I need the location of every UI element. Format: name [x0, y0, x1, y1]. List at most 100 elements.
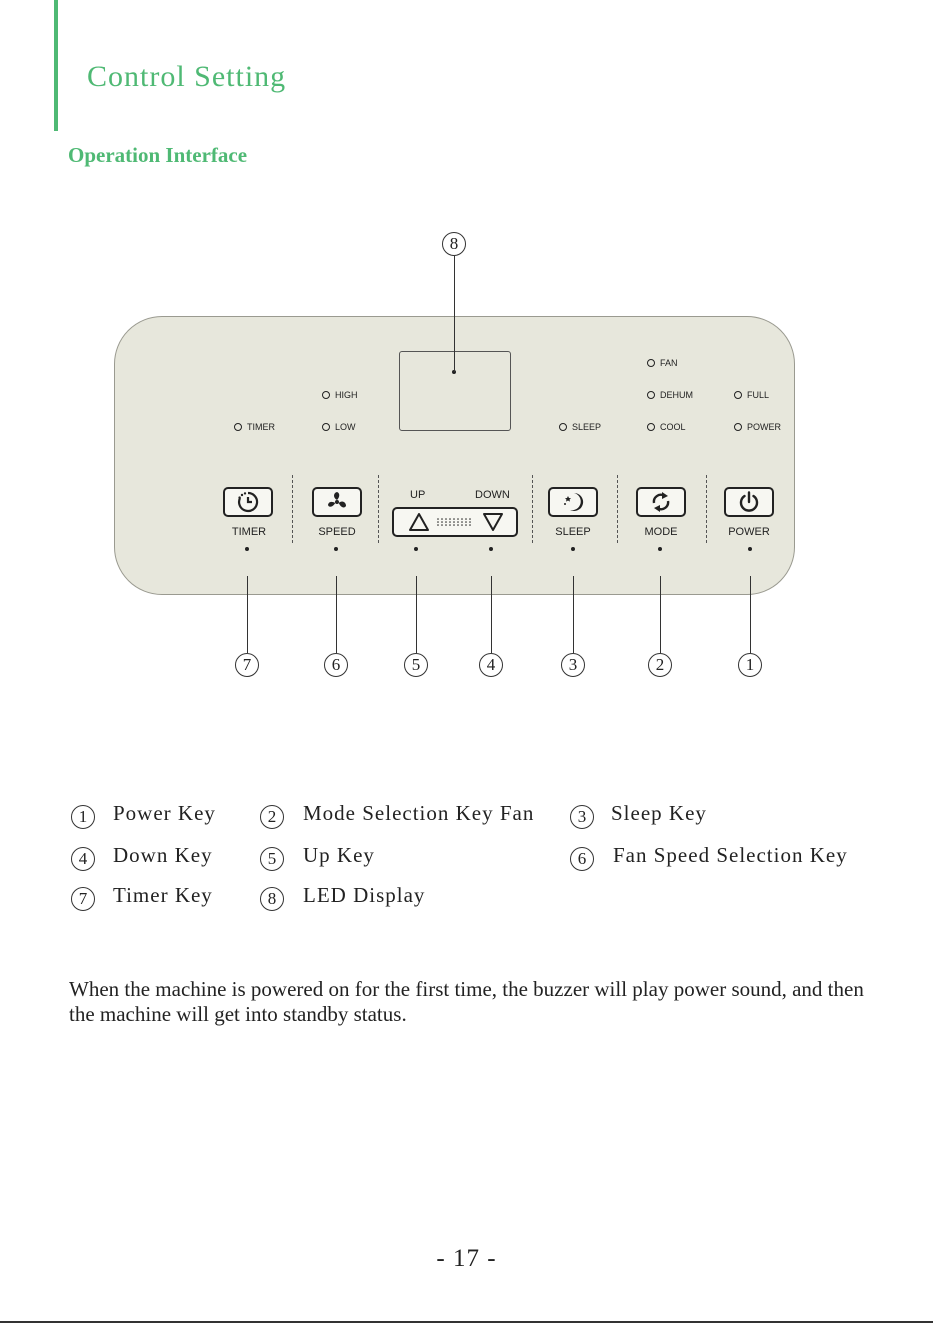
bottom-rule	[0, 1321, 933, 1323]
power-key[interactable]	[724, 487, 774, 517]
key-separator	[292, 475, 293, 543]
power-key-label: POWER	[728, 526, 770, 538]
indicator-label: COOL	[660, 422, 686, 432]
indicator-light-icon	[734, 423, 742, 431]
indicator-light-icon	[322, 423, 330, 431]
up-triangle-icon[interactable]	[408, 512, 430, 532]
indicator-light-icon	[647, 391, 655, 399]
indicator-timer: TIMER	[234, 422, 275, 432]
leader-line-3	[573, 576, 574, 653]
fan-icon	[328, 492, 346, 508]
led-display-pointer-dot	[452, 370, 456, 374]
legend-label-fan-speed-key: Fan Speed Selection Key	[613, 843, 848, 867]
power-icon	[739, 491, 759, 512]
key-pointer-dot	[658, 547, 662, 551]
timer-icon	[237, 491, 259, 513]
page-title: Control Setting	[87, 60, 287, 93]
callout-3: 3	[561, 653, 585, 677]
down-key-label: DOWN	[475, 489, 510, 501]
leader-line-8	[454, 256, 455, 372]
indicator-light-icon	[647, 423, 655, 431]
legend-label-power-key: Power Key	[113, 801, 216, 825]
indicator-label: SLEEP	[572, 422, 602, 432]
callout-5: 5	[404, 653, 428, 677]
callout-6: 6	[324, 653, 348, 677]
legend-label-down-key: Down Key	[113, 843, 213, 867]
key-separator	[706, 475, 707, 543]
key-pointer-dot	[571, 547, 575, 551]
indicator-dehum: DEHUM	[647, 390, 693, 400]
indicator-light-icon	[234, 423, 242, 431]
timer-key-label: TIMER	[231, 526, 267, 538]
up-key-label: UP	[410, 489, 426, 501]
legend-label-sleep-key: Sleep Key	[611, 801, 707, 825]
indicator-light-icon	[647, 359, 655, 367]
indicator-label: TIMER	[247, 422, 275, 432]
legend-number: 8	[260, 887, 284, 911]
indicator-light-icon	[734, 391, 742, 399]
legend-label-led-display: LED Display	[303, 883, 426, 907]
speed-key-label: SPEED	[318, 526, 356, 538]
mode-key-label: MODE	[644, 526, 678, 538]
callout-2: 2	[648, 653, 672, 677]
callout-4: 4	[479, 653, 503, 677]
up-down-key	[392, 507, 518, 537]
key-separator	[532, 475, 533, 543]
cycle-arrows-icon	[652, 492, 670, 512]
header-accent-bar	[54, 0, 58, 131]
legend-number: 2	[260, 805, 284, 829]
key-pointer-dot	[489, 547, 493, 551]
page-number: - 17 -	[436, 1245, 497, 1272]
mode-key[interactable]	[636, 487, 686, 517]
key-separator	[378, 475, 379, 543]
legend-number: 6	[570, 847, 594, 871]
indicator-light-icon	[559, 423, 567, 431]
leader-line-5	[416, 576, 417, 653]
description-paragraph: When the machine is powered on for the f…	[69, 977, 864, 1026]
legend-number: 3	[570, 805, 594, 829]
callout-1: 1	[738, 653, 762, 677]
section-subtitle: Operation Interface	[68, 143, 248, 167]
callout-7: 7	[235, 653, 259, 677]
sleep-key[interactable]	[548, 487, 598, 517]
indicator-low: LOW	[322, 422, 356, 432]
leader-line-7	[247, 576, 248, 653]
key-pointer-dot	[334, 547, 338, 551]
legend-label-timer-key: Timer Key	[113, 883, 213, 907]
indicator-label: FAN	[660, 358, 678, 368]
leader-line-2	[660, 576, 661, 653]
legend-number: 5	[260, 847, 284, 871]
indicator-label: DEHUM	[660, 390, 693, 400]
sleep-key-label: SLEEP	[555, 526, 591, 538]
legend-label-up-key: Up Key	[303, 843, 375, 867]
indicator-high: HIGH	[322, 390, 358, 400]
timer-key[interactable]	[223, 487, 273, 517]
down-triangle-icon[interactable]	[482, 512, 504, 532]
key-pointer-dot	[414, 547, 418, 551]
indicator-power: POWER	[734, 422, 781, 432]
key-separator	[617, 475, 618, 543]
leader-line-6	[336, 576, 337, 653]
indicator-cool: COOL	[647, 422, 686, 432]
led-display	[399, 351, 511, 431]
leader-line-1	[750, 576, 751, 653]
indicator-sleep: SLEEP	[559, 422, 601, 432]
level-dots-icon	[437, 518, 471, 526]
moon-stars-icon	[564, 492, 584, 511]
callout-8: 8	[442, 232, 466, 256]
key-pointer-dot	[245, 547, 249, 551]
legend-number: 4	[71, 847, 95, 871]
indicator-light-icon	[322, 391, 330, 399]
indicator-fan: FAN	[647, 358, 678, 368]
indicator-label: FULL	[747, 390, 770, 400]
indicator-label: LOW	[335, 422, 356, 432]
indicator-full: FULL	[734, 390, 769, 400]
leader-line-4	[491, 576, 492, 653]
legend-number: 1	[71, 805, 95, 829]
legend-label-mode-key: Mode Selection Key Fan	[303, 801, 535, 825]
speed-key[interactable]	[312, 487, 362, 517]
legend-number: 7	[71, 887, 95, 911]
key-pointer-dot	[748, 547, 752, 551]
indicator-label: HIGH	[335, 390, 358, 400]
indicator-label: POWER	[747, 422, 782, 432]
